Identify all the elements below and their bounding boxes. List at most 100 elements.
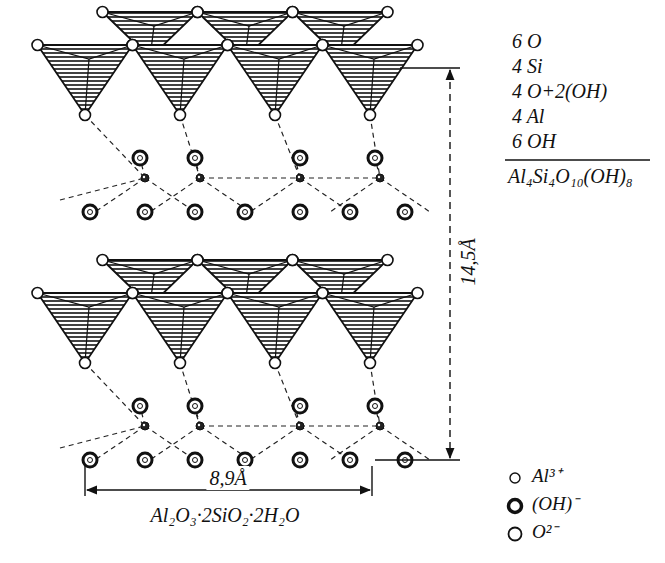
hydroxyl-atom (243, 458, 248, 463)
bond-line (300, 178, 350, 212)
legend-text: Al³⁺ (532, 466, 561, 487)
aluminium-atom (141, 174, 149, 182)
hydroxyl-atom (238, 205, 252, 219)
composition-label: 6 OH (512, 130, 556, 152)
bond-line (275, 363, 300, 426)
oxygen-atom (192, 255, 203, 266)
bond-line (200, 177, 300, 178)
oxygen-atom (365, 110, 376, 121)
silica-tetrahedron (38, 293, 133, 363)
bond-line (370, 363, 380, 426)
aluminium-atom (376, 422, 384, 430)
oxygen-atom (192, 255, 203, 266)
hydroxyl-atom (193, 156, 198, 161)
oxygen-atom (192, 7, 203, 18)
aluminium-atom (196, 174, 204, 182)
oxygen-atom (175, 110, 186, 121)
hydroxyl-atom (298, 458, 303, 463)
oxygen-atom (127, 288, 138, 299)
aluminium-atom (296, 422, 304, 430)
oxygen-atom (270, 110, 281, 121)
oxygen-atom (32, 40, 43, 51)
composition-label: 4 Si (512, 55, 543, 77)
legend-symbol (509, 500, 522, 513)
silica-tetrahedron (133, 45, 228, 115)
hydroxyl-atom (293, 151, 307, 165)
oxygen-atom (222, 40, 233, 51)
legend (509, 473, 522, 541)
oxygen-atom (412, 40, 423, 51)
oxygen-atom (270, 358, 281, 369)
bond-line (85, 363, 145, 426)
bond-line (145, 178, 195, 212)
hydroxyl-atom (188, 399, 202, 413)
bond-line (200, 425, 300, 426)
hydroxyl-atom (83, 205, 97, 219)
oxygen-atom (287, 255, 298, 266)
bond-line (370, 115, 380, 178)
oxygen-atom (382, 7, 393, 18)
hydroxyl-atom (298, 404, 303, 409)
composition-label: 4 Al (512, 105, 544, 127)
silica-tetrahedron (228, 293, 323, 363)
hydroxyl-atom (193, 458, 198, 463)
oxygen-atom (127, 40, 138, 51)
aluminium-atom (196, 422, 204, 430)
oxygen-atom (412, 288, 423, 299)
bond-line (180, 115, 200, 178)
hydroxyl-atom (293, 399, 307, 413)
oxygen-atom (287, 7, 298, 18)
hydroxyl-atom (188, 151, 202, 165)
hydroxyl-atom (343, 205, 357, 219)
legend-symbol (510, 473, 520, 483)
bond-line (250, 178, 300, 212)
oxygen-atom (287, 7, 298, 18)
dimension-lines (85, 68, 650, 496)
oxygen-atom (222, 288, 233, 299)
oxygen-atom (175, 358, 186, 369)
silica-tetrahedron (228, 45, 323, 115)
hydroxyl-atom (368, 399, 382, 413)
oxygen-atom (80, 110, 91, 121)
dimension-label: 14,5Å (456, 235, 480, 288)
hydroxyl-atom (188, 453, 202, 467)
bond-line (60, 178, 145, 200)
oxygen-atom (192, 7, 203, 18)
oxygen-atom (382, 255, 393, 266)
oxygen-atom (127, 40, 138, 51)
hydroxyl-atom (83, 453, 97, 467)
hydroxyl-atom (243, 210, 248, 215)
hydroxyl-atom (193, 404, 198, 409)
oxygen-atom (365, 358, 376, 369)
hydroxyl-atom (298, 156, 303, 161)
hydroxyl-atom (368, 151, 382, 165)
bond-line (85, 115, 145, 178)
hydroxyl-atom (373, 404, 378, 409)
hydroxyl-atom (88, 210, 93, 215)
bond-line (145, 426, 195, 460)
composition-label: 4 O+2(OH) (512, 80, 607, 102)
oxygen-atom (97, 255, 108, 266)
bond-line (95, 178, 145, 212)
oxygen-atom (287, 255, 298, 266)
hydroxyl-atom (138, 205, 152, 219)
oxygen-atom (317, 288, 328, 299)
hydroxyl-atom (348, 458, 353, 463)
bond-line (180, 363, 200, 426)
hydroxyl-atom (293, 205, 307, 219)
bond-line (275, 115, 300, 178)
legend-symbol (509, 528, 522, 541)
hydroxyl-atom (403, 210, 408, 215)
oxygen-atom (32, 288, 43, 299)
aluminium-atom (376, 174, 384, 182)
hydroxyl-atom (138, 453, 152, 467)
hydroxyl-atom (373, 156, 378, 161)
oxygen-atom (317, 40, 328, 51)
oxygen-atom (317, 40, 328, 51)
dimension-label: 8,9Å (206, 466, 249, 490)
oxygen-atom (127, 288, 138, 299)
composition-label: Al₄Si₄O₁₀(OH)₈ (508, 165, 633, 187)
hydroxyl-atom (138, 156, 143, 161)
oxygen-atom (222, 288, 233, 299)
silica-tetrahedron (323, 45, 418, 115)
